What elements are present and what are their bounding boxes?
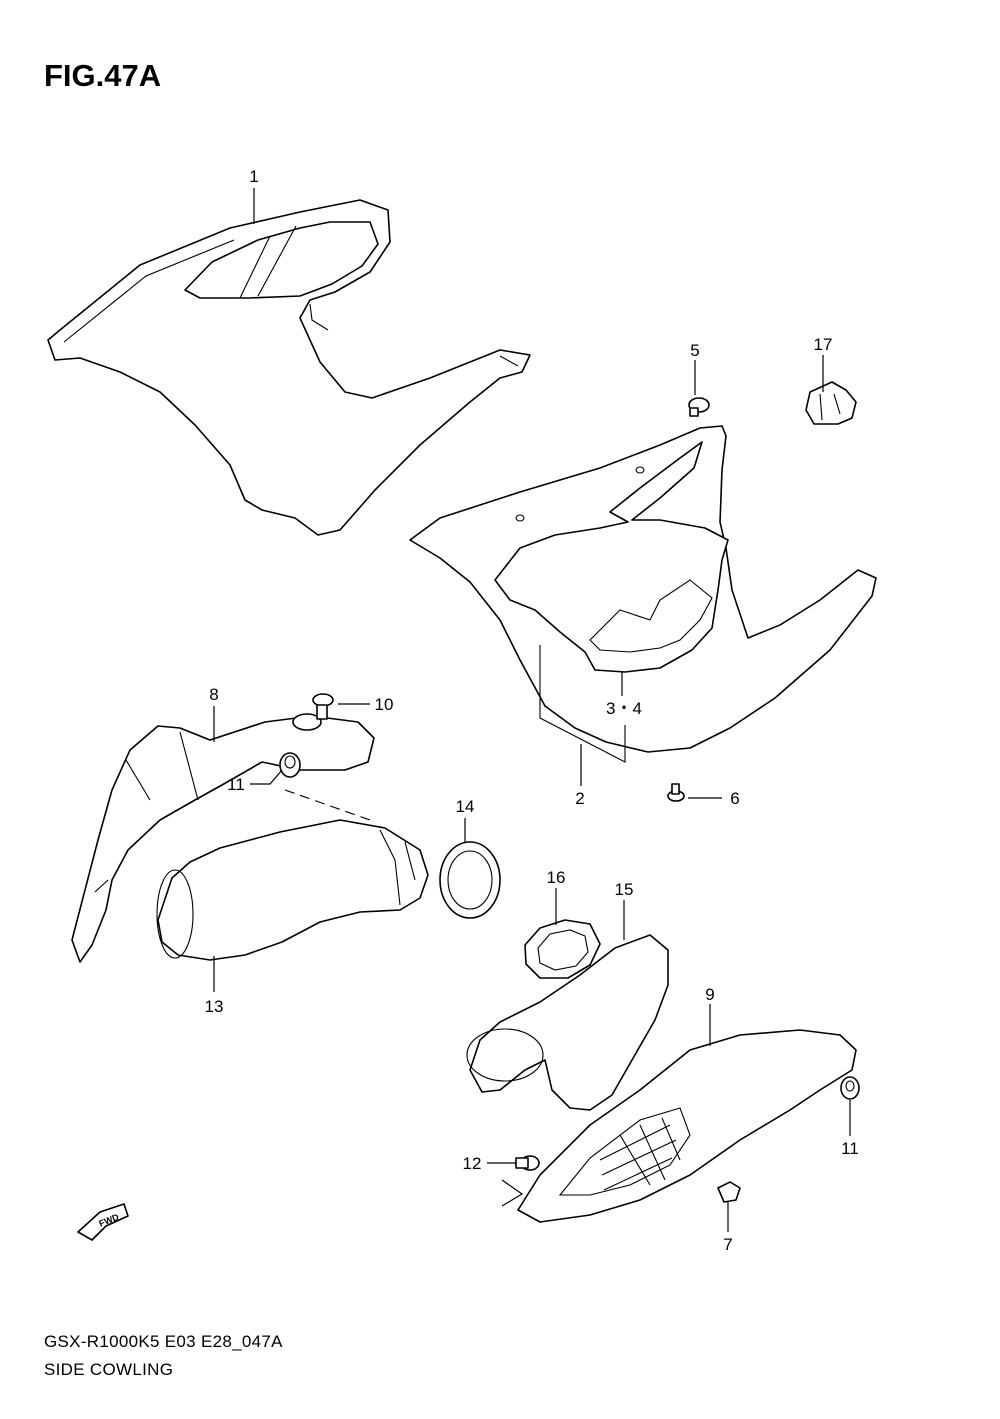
- callout-10: 10: [375, 695, 394, 714]
- part-11-grommet-left: [279, 752, 301, 778]
- callout-12: 12: [463, 1154, 482, 1173]
- footer-section-name: SIDE COWLING: [44, 1360, 174, 1379]
- part-10-rivet: [312, 693, 334, 720]
- part-5-screw: [688, 397, 710, 417]
- part-12-screw: [515, 1155, 540, 1171]
- part-13-intake-duct: [156, 789, 429, 961]
- part-7-clip: [717, 1181, 741, 1203]
- callout-7: 7: [723, 1235, 732, 1254]
- callout-16: 16: [547, 868, 566, 887]
- part-14-seal-ring: [439, 841, 501, 919]
- callout-11-left: 11: [227, 775, 245, 794]
- part-16-seal: [524, 919, 601, 979]
- callout-15: 15: [615, 880, 634, 899]
- part-11-grommet-right: [840, 1076, 860, 1100]
- callout-5: 5: [690, 341, 699, 360]
- part-1-inner-cowling: [47, 199, 531, 536]
- callout-1: 1: [249, 167, 258, 186]
- callout-9: 9: [705, 985, 714, 1004]
- part-15-duct: [466, 934, 669, 1111]
- callout-labels: 1 2 3・4 5 6 7 8 9 10 11 11 12 13 14 15 1…: [205, 167, 859, 1254]
- callout-11-right: 11: [841, 1139, 859, 1158]
- fwd-arrow-icon: FWD: [77, 1203, 129, 1241]
- callout-17: 17: [814, 335, 833, 354]
- callout-14: 14: [456, 797, 475, 816]
- figure-title: FIG.47A: [44, 58, 162, 93]
- callout-13: 13: [205, 997, 224, 1016]
- part-8-duct-bracket: [71, 713, 375, 963]
- footer-model-code: GSX-R1000K5 E03 E28_047A: [44, 1332, 283, 1351]
- callout-2: 2: [575, 789, 584, 808]
- callout-6: 6: [730, 789, 739, 808]
- callout-8: 8: [209, 685, 218, 704]
- leader-lines: [213, 188, 851, 1232]
- part-17-clip: [805, 381, 857, 425]
- part-9-under-duct: [517, 1029, 857, 1223]
- callout-3-4: 3・4: [606, 699, 642, 718]
- part-2-side-cowling: [409, 425, 877, 763]
- part-6-screw: [667, 783, 685, 802]
